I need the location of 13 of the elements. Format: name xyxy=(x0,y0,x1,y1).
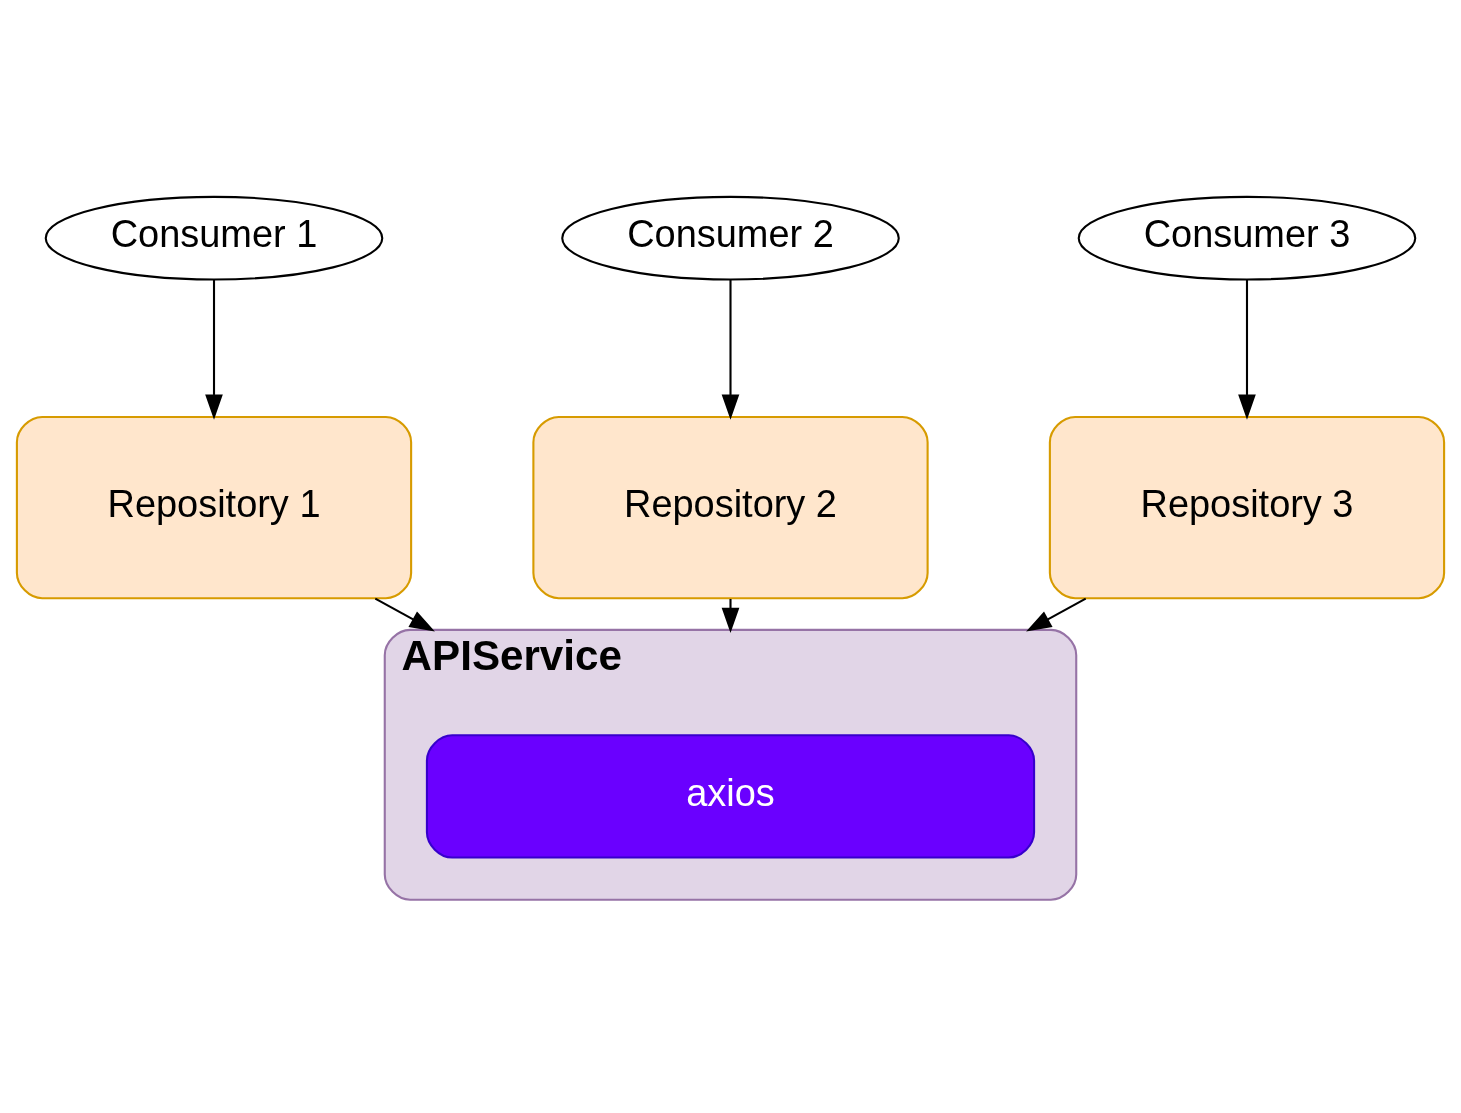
node-ellipse: Consumer 1 xyxy=(44,195,384,281)
node-box: Repository 2 xyxy=(532,415,929,600)
arrow xyxy=(374,597,435,632)
node-box: Repository 3 xyxy=(1048,415,1446,600)
arrow xyxy=(721,598,740,634)
node-box: axios xyxy=(425,734,1036,859)
arrow xyxy=(205,280,223,420)
arrow xyxy=(1238,280,1256,420)
node-ellipse: Consumer 2 xyxy=(561,195,900,281)
node-box: Repository 1 xyxy=(15,415,413,600)
arrow xyxy=(721,280,740,420)
node-ellipse: Consumer 3 xyxy=(1077,195,1417,281)
arrow xyxy=(1026,597,1087,632)
